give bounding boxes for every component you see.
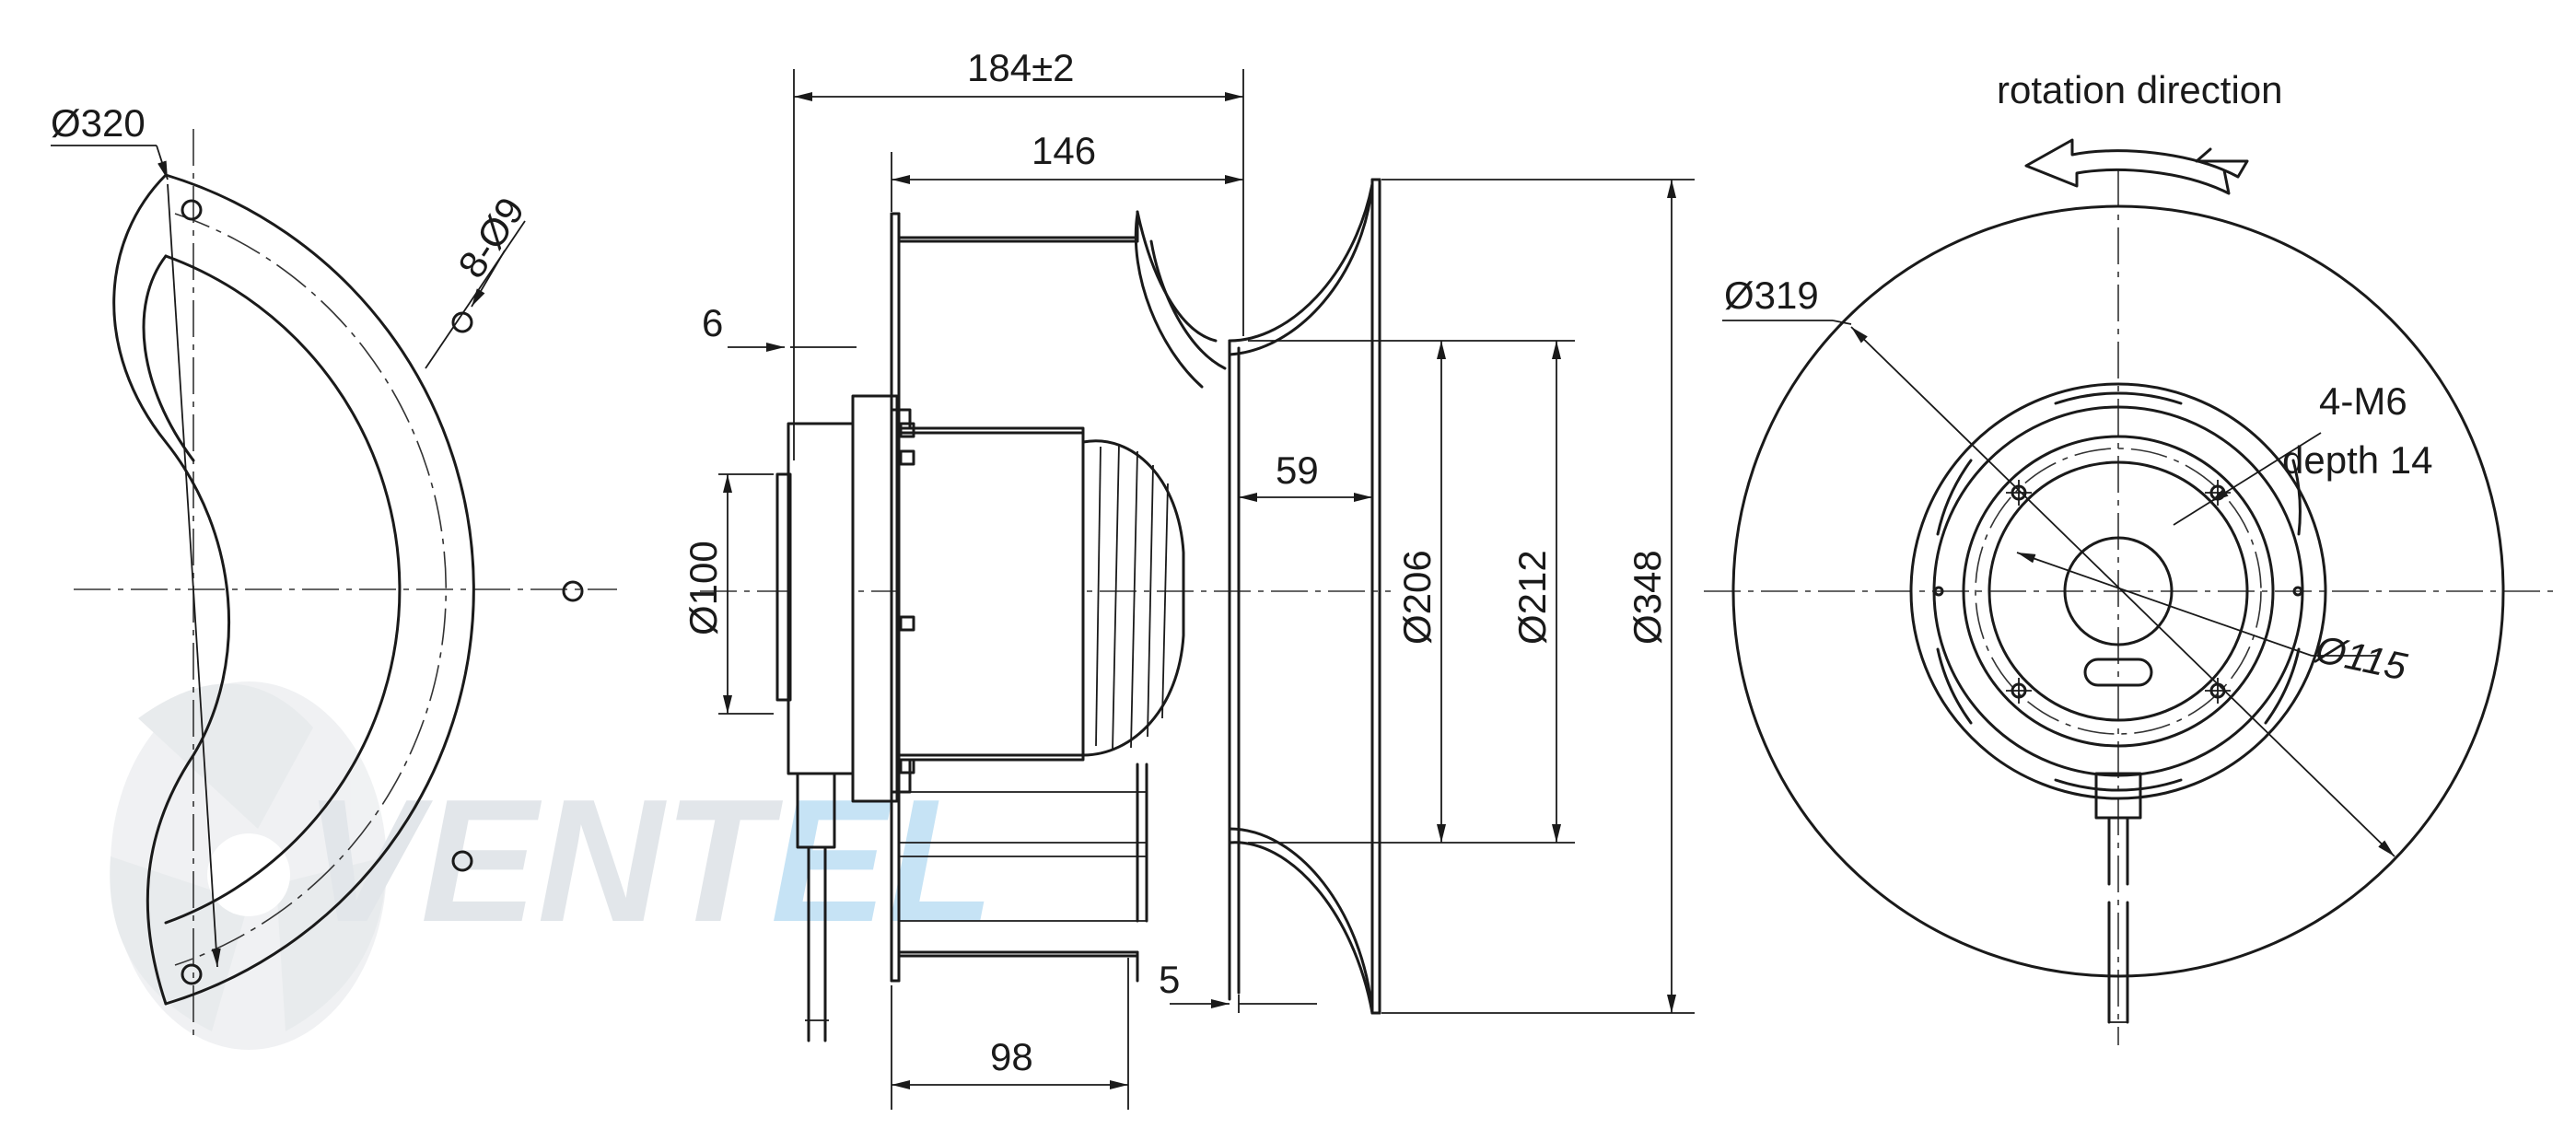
bolt-hole bbox=[181, 963, 203, 985]
dim-len5: 5 bbox=[1159, 958, 1180, 1001]
fan-logo-icon bbox=[110, 681, 387, 1050]
dim-d115: Ø115 bbox=[2310, 626, 2411, 688]
bolt-hole bbox=[181, 199, 203, 221]
dim-len6: 6 bbox=[702, 301, 723, 344]
bolt-hole bbox=[562, 580, 584, 602]
dim-d206: Ø206 bbox=[1395, 550, 1439, 645]
dim-len59: 59 bbox=[1276, 448, 1319, 492]
side-view: 184±2 146 6 59 Ø100 Ø206 Ø212 Ø348 5 98 bbox=[682, 46, 1695, 1110]
dim-holes: 8-Ø9 bbox=[449, 190, 532, 285]
front-view: rotation direction Ø319 4-M6 depth 14 Ø1… bbox=[1704, 68, 2560, 1045]
dim-len146: 146 bbox=[1032, 129, 1096, 172]
rotation-label: rotation direction bbox=[1997, 68, 2283, 111]
watermark-main: VENT bbox=[304, 763, 784, 959]
watermark: VENTEL bbox=[110, 681, 995, 1050]
dim-d212: Ø212 bbox=[1510, 550, 1554, 645]
rotor-fins bbox=[1082, 443, 1169, 751]
dim-len98: 98 bbox=[990, 1035, 1033, 1078]
dim-depth: depth 14 bbox=[2282, 438, 2433, 482]
dim-d319: Ø319 bbox=[1724, 274, 1819, 317]
dim-d100: Ø100 bbox=[682, 541, 725, 635]
dim-len184: 184±2 bbox=[967, 46, 1074, 89]
dim-d348: Ø348 bbox=[1626, 550, 1669, 645]
bolt-hole bbox=[451, 850, 473, 872]
dim-m6: 4-M6 bbox=[2319, 379, 2407, 423]
dim-d320: Ø320 bbox=[51, 101, 146, 145]
